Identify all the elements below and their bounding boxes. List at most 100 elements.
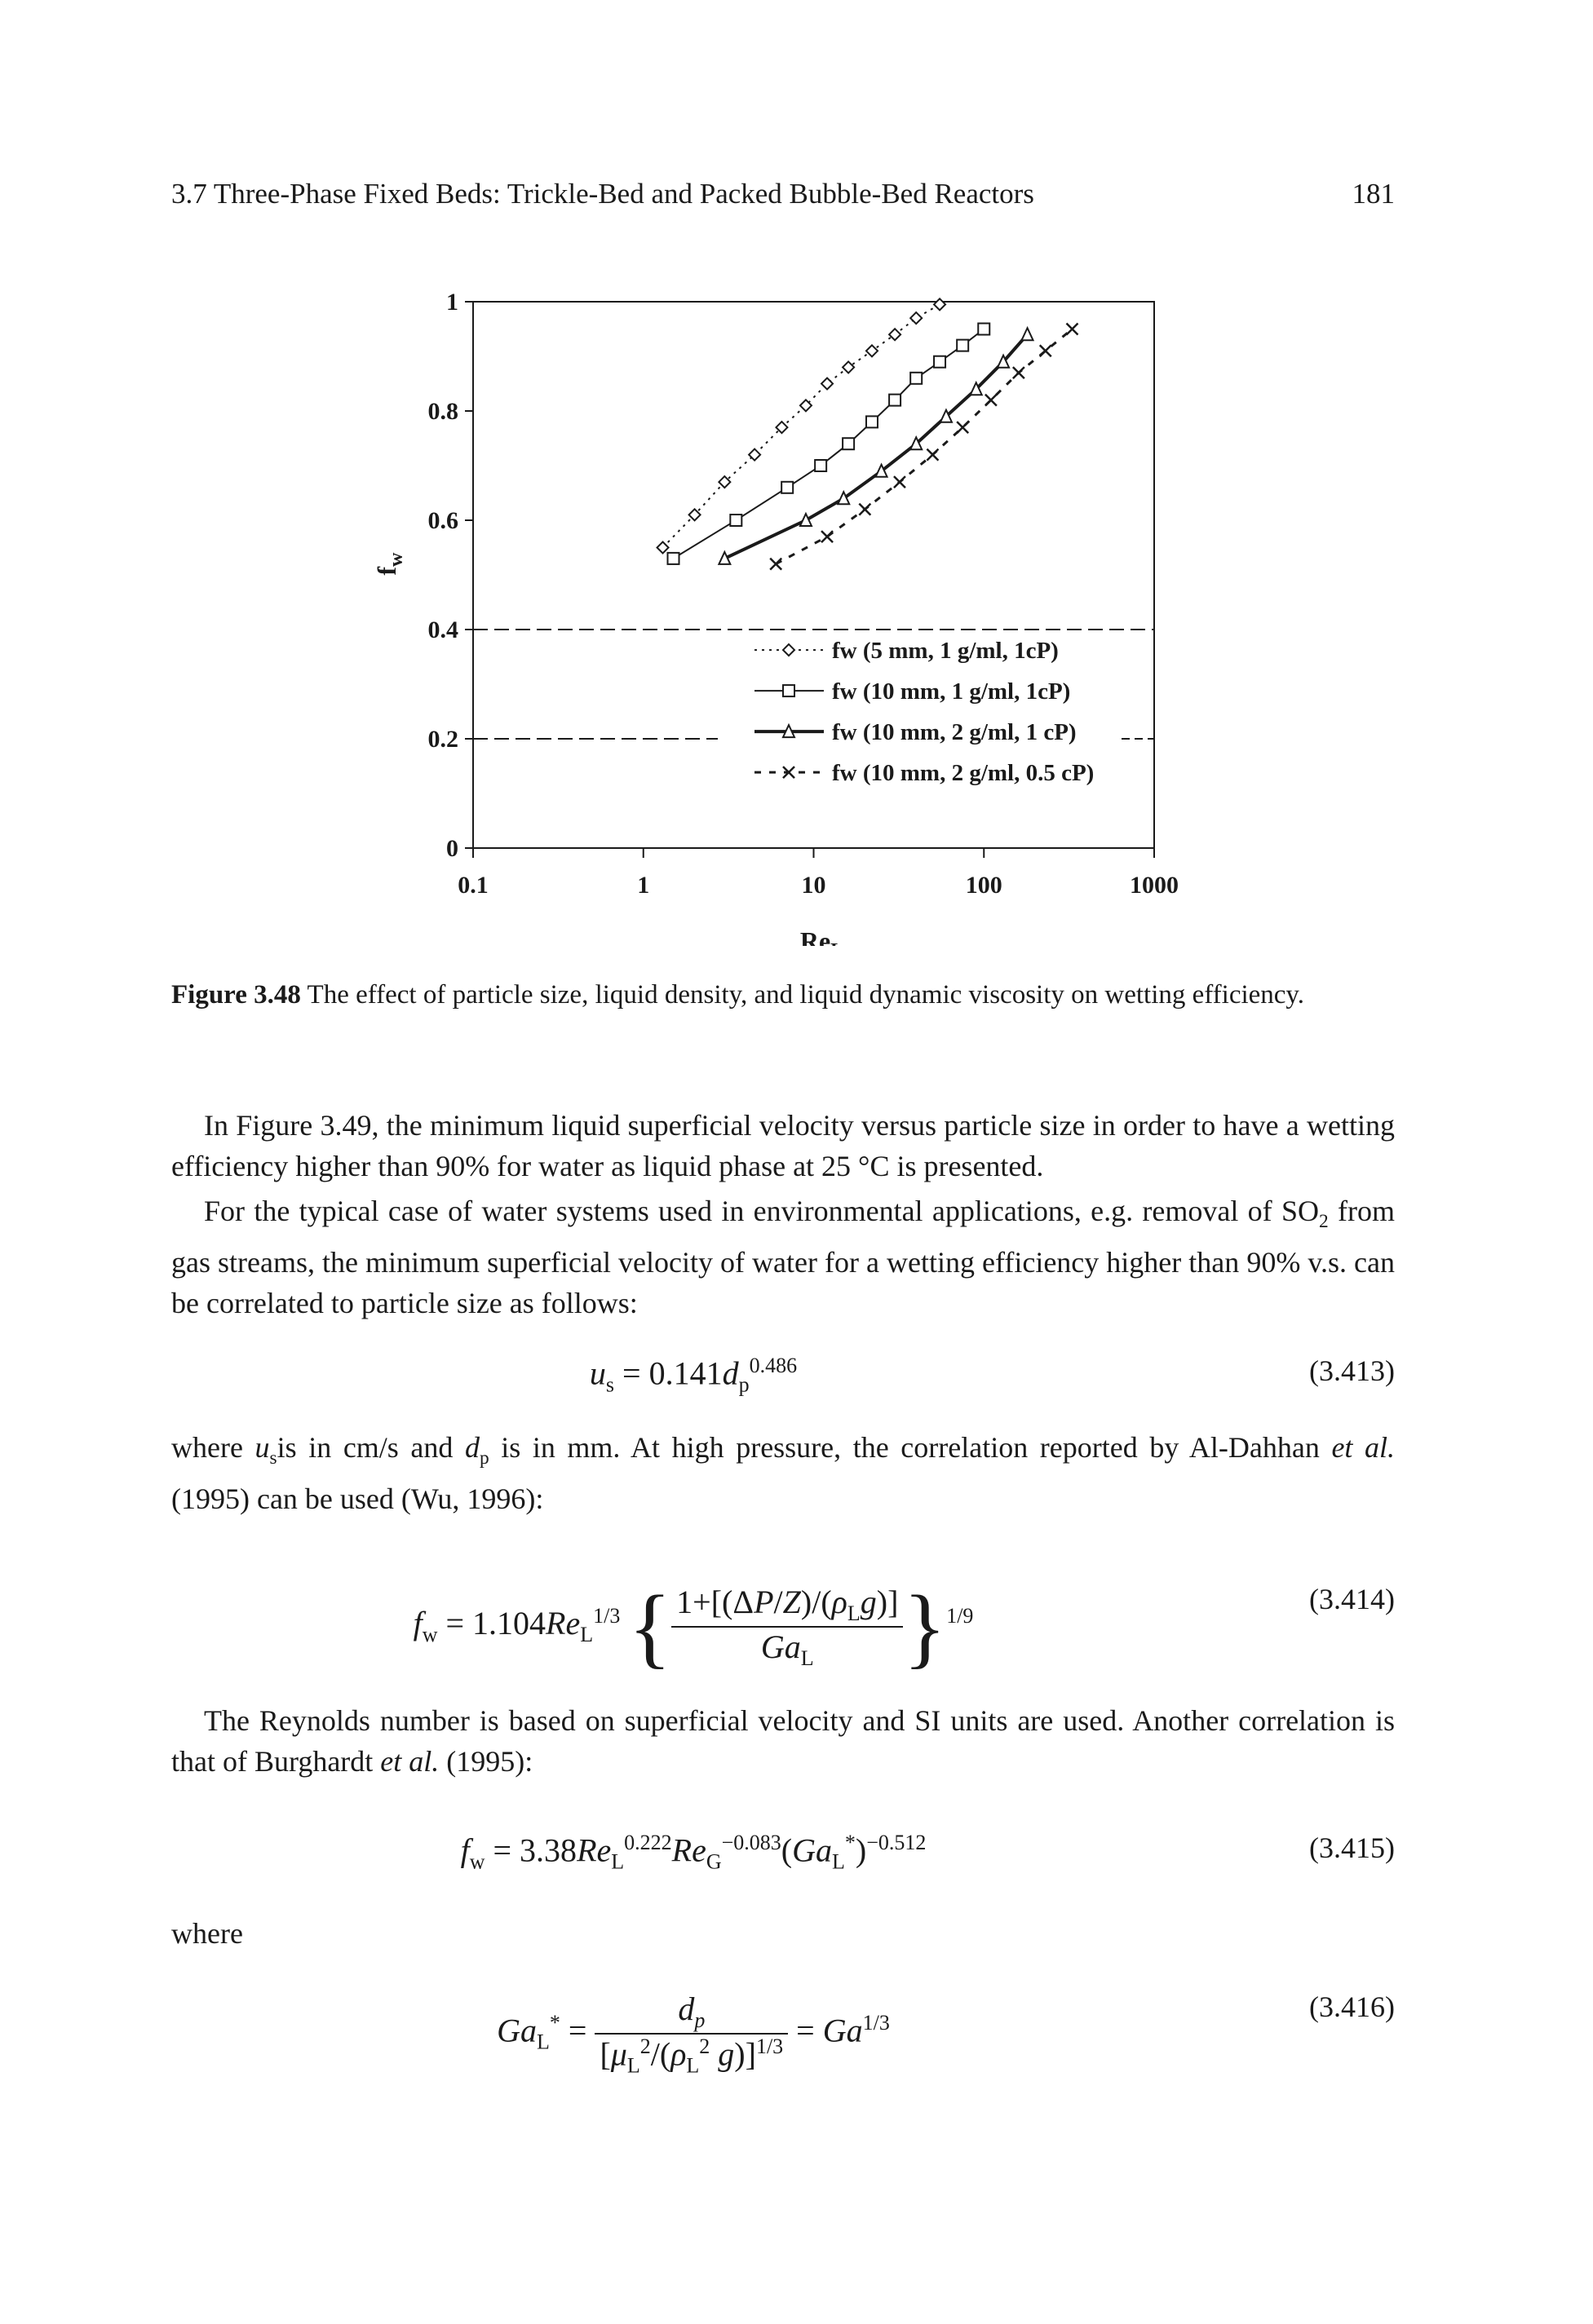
where-label: where bbox=[171, 1917, 243, 1950]
data-point-series-4 bbox=[1038, 344, 1052, 358]
equation-number: (3.416) bbox=[1309, 1990, 1395, 2023]
equation-3-415: fw = 3.38ReL0.222ReG−0.083(GaL*)−0.512 (… bbox=[171, 1831, 1395, 1896]
data-point-series-2 bbox=[729, 514, 743, 527]
data-point-series-2 bbox=[781, 480, 794, 494]
data-point-series-4 bbox=[985, 393, 998, 407]
data-point-series-4 bbox=[956, 421, 970, 434]
data-point-series-1 bbox=[775, 420, 789, 435]
legend-marker-3 bbox=[781, 722, 796, 739]
p4-text-a: The Reynolds number is based on superfic… bbox=[171, 1704, 1395, 1778]
data-point-series-1 bbox=[747, 448, 762, 462]
data-point-series-1 bbox=[841, 360, 856, 374]
data-point-series-1 bbox=[820, 377, 834, 391]
data-point-series-4 bbox=[1011, 366, 1025, 379]
data-point-series-3 bbox=[939, 408, 954, 423]
data-point-series-1 bbox=[799, 398, 813, 413]
legend-label-3: fw (10 mm, 2 g/ml, 1 cP) bbox=[832, 719, 1077, 745]
data-point-series-1 bbox=[688, 507, 702, 522]
data-point-series-2 bbox=[977, 322, 991, 336]
legend-label-4: fw (10 mm, 2 g/ml, 0.5 cP) bbox=[832, 760, 1094, 786]
data-point-series-3 bbox=[969, 380, 984, 396]
data-point-series-2 bbox=[666, 551, 680, 565]
x-tick-label: 100 bbox=[966, 872, 1002, 899]
equation-body: fw = 3.38ReL0.222ReG−0.083(GaL*)−0.512 bbox=[460, 1831, 927, 1874]
paragraph-3: where usis in cm/s and dp is in mm. At h… bbox=[171, 1427, 1395, 1519]
p3-text-a: where bbox=[171, 1431, 255, 1464]
paragraph-2: For the typical case of water systems us… bbox=[171, 1191, 1395, 1323]
y-tick-label: 0.8 bbox=[428, 398, 459, 425]
data-point-series-1 bbox=[932, 297, 947, 311]
equation-body: GaL* = dp[μL2/(ρL2 g)]1/3 = Ga1/3 bbox=[497, 1990, 890, 2078]
p2-sub: 2 bbox=[1319, 1211, 1329, 1233]
legend-marker-2 bbox=[782, 684, 795, 698]
p3-us-sub: s bbox=[269, 1447, 277, 1469]
series-line-3 bbox=[723, 333, 1029, 560]
paragraph-1: In Figure 3.49, the minimum liquid super… bbox=[171, 1109, 1395, 1182]
equation-number: (3.415) bbox=[1309, 1831, 1395, 1864]
data-point-series-3 bbox=[1020, 325, 1035, 342]
p3-etal: et al. bbox=[1331, 1431, 1396, 1464]
x-tick-label: 1000 bbox=[1130, 872, 1179, 899]
data-point-series-3 bbox=[909, 435, 923, 451]
data-point-series-2 bbox=[909, 371, 923, 385]
data-point-series-3 bbox=[836, 489, 851, 506]
data-point-series-2 bbox=[933, 355, 947, 369]
data-point-series-4 bbox=[893, 475, 906, 488]
equation-3-414: fw = 1.104ReL1/3 {1+[(ΔP/Z)/(ρLg)]GaL}1/… bbox=[171, 1582, 1395, 1672]
legend-marker-1 bbox=[781, 643, 796, 657]
y-tick-label: 1 bbox=[446, 289, 458, 316]
data-point-series-1 bbox=[865, 343, 879, 358]
p4-text-b: (1995): bbox=[439, 1745, 533, 1778]
equation-body: us = 0.141dp0.486 bbox=[589, 1354, 798, 1397]
legend-label-1: fw (5 mm, 1 g/ml, 1cP) bbox=[832, 638, 1059, 664]
p4-etal: et al. bbox=[380, 1745, 440, 1778]
data-point-series-2 bbox=[888, 393, 902, 407]
data-point-series-4 bbox=[821, 530, 834, 543]
data-point-series-2 bbox=[956, 338, 970, 352]
data-point-series-3 bbox=[717, 550, 732, 565]
p3-dp-sub: p bbox=[479, 1447, 489, 1469]
equation-number: (3.414) bbox=[1309, 1583, 1395, 1615]
x-axis-label: ReL bbox=[800, 926, 843, 946]
p3-us: u bbox=[254, 1431, 270, 1464]
caption-text: The effect of particle size, liquid dens… bbox=[307, 980, 1305, 1010]
data-point-series-1 bbox=[909, 311, 923, 325]
wetting-efficiency-chart: 00.20.40.60.810.11101001000ReLfwfw (5 mm… bbox=[372, 289, 1179, 946]
equation-body: fw = 1.104ReL1/3 {1+[(ΔP/Z)/(ρLg)]GaL}1/… bbox=[413, 1577, 974, 1677]
data-point-series-1 bbox=[887, 327, 902, 342]
data-point-series-4 bbox=[769, 557, 783, 571]
p3-text-d: (1995) can be used (Wu, 1996): bbox=[171, 1482, 544, 1516]
y-tick-label: 0 bbox=[446, 835, 458, 862]
p2-text-a: For the typical case of water systems us… bbox=[204, 1195, 1319, 1227]
series-line-1 bbox=[662, 303, 940, 549]
data-point-series-4 bbox=[858, 502, 872, 516]
data-point-series-3 bbox=[996, 353, 1011, 369]
data-point-series-1 bbox=[717, 475, 732, 489]
y-tick-label: 0.2 bbox=[428, 726, 459, 753]
caption-label: Figure 3.48 bbox=[171, 980, 301, 1010]
data-point-series-2 bbox=[814, 459, 828, 472]
legend-marker-4 bbox=[782, 766, 795, 779]
y-tick-label: 0.4 bbox=[428, 616, 459, 643]
page-number: 181 bbox=[1352, 178, 1396, 210]
figure-caption: Figure 3.48 The effect of particle size,… bbox=[171, 979, 1395, 1011]
equation-3-413: us = 0.141dp0.486 (3.413) bbox=[171, 1354, 1395, 1419]
data-point-series-4 bbox=[1065, 322, 1079, 336]
series-line-4 bbox=[775, 328, 1073, 565]
equation-3-416: GaL* = dp[μL2/(ρL2 g)]1/3 = Ga1/3 (3.416… bbox=[171, 1990, 1395, 2120]
running-title: 3.7 Three-Phase Fixed Beds: Trickle-Bed … bbox=[171, 178, 1034, 210]
data-point-series-2 bbox=[842, 437, 856, 451]
x-tick-label: 10 bbox=[802, 872, 826, 899]
x-axis-label-sub: L bbox=[830, 940, 843, 946]
p3-dp: d bbox=[464, 1431, 480, 1464]
y-tick-label: 0.6 bbox=[428, 507, 459, 534]
y-axis-label-sub: w bbox=[386, 552, 407, 567]
data-point-series-3 bbox=[874, 462, 889, 478]
equation-number: (3.413) bbox=[1309, 1354, 1395, 1387]
data-point-series-3 bbox=[799, 511, 813, 527]
x-tick-label: 1 bbox=[637, 872, 649, 899]
y-axis-label: fw bbox=[372, 552, 407, 576]
p2-text-b: from gas streams, the minimum superficia… bbox=[171, 1195, 1395, 1320]
p3-text-b: is in cm/s and bbox=[277, 1431, 465, 1464]
data-point-series-1 bbox=[656, 541, 670, 554]
